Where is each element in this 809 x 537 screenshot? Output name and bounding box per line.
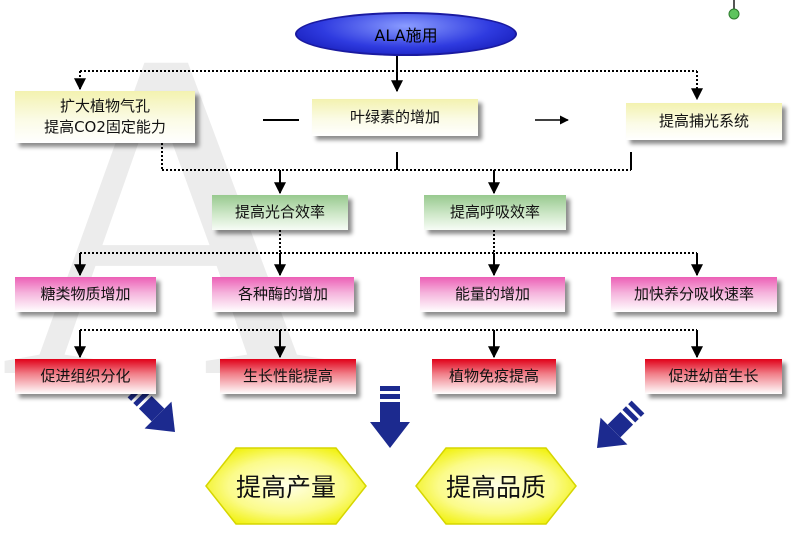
node-sugar-label: 糖类物质增加 bbox=[40, 285, 131, 303]
node-plant-immunity: 植物免疫提高 bbox=[432, 359, 556, 394]
node-nutrient-absorption: 加快养分吸收速率 bbox=[611, 277, 777, 312]
node-light-capture: 提高捕光系统 bbox=[626, 103, 782, 140]
outcome-quality-label: 提高品质 bbox=[445, 473, 546, 502]
node-light-capture-label: 提高捕光系统 bbox=[658, 112, 749, 130]
node-respiration-label: 提高呼吸效率 bbox=[449, 203, 540, 221]
node-enzyme: 各种酶的增加 bbox=[212, 277, 354, 312]
node-growth-performance-label: 生长性能提高 bbox=[242, 367, 333, 385]
arrow-right-to-quality bbox=[597, 400, 645, 448]
node-growth-performance: 生长性能提高 bbox=[220, 359, 356, 394]
node-respiration: 提高呼吸效率 bbox=[424, 195, 566, 230]
outcome-quality: 提高品质 bbox=[414, 446, 578, 526]
node-photosynthesis: 提高光合效率 bbox=[212, 195, 348, 230]
node-stomata-line-1: 扩大植物气孔 bbox=[59, 97, 150, 115]
node-stomata: 扩大植物气孔 提高CO2固定能力 bbox=[15, 91, 195, 143]
node-seedling-growth: 促进幼苗生长 bbox=[645, 359, 782, 394]
node-nutrient-absorption-label: 加快养分吸收速率 bbox=[633, 285, 754, 303]
node-seedling-growth-label: 促进幼苗生长 bbox=[668, 367, 759, 385]
node-enzyme-label: 各种酶的增加 bbox=[237, 285, 328, 303]
node-tissue-differentiation-label: 促进组织分化 bbox=[40, 367, 131, 385]
ala-application-label: ALA施用 bbox=[374, 26, 438, 45]
node-plant-immunity-label: 植物免疫提高 bbox=[448, 367, 539, 385]
node-chlorophyll: 叶绿素的增加 bbox=[312, 99, 478, 136]
ala-application-node: ALA施用 bbox=[295, 12, 517, 56]
node-tissue-differentiation: 促进组织分化 bbox=[15, 359, 156, 394]
node-photosynthesis-label: 提高光合效率 bbox=[234, 203, 325, 221]
pin-icon bbox=[728, 0, 740, 20]
node-sugar: 糖类物质增加 bbox=[15, 277, 156, 312]
arrow-middle-down bbox=[370, 386, 410, 448]
node-stomata-line-2: 提高CO2固定能力 bbox=[44, 118, 166, 136]
node-chlorophyll-label: 叶绿素的增加 bbox=[349, 108, 440, 126]
outcome-yield: 提高产量 bbox=[204, 446, 368, 526]
outcome-yield-label: 提高产量 bbox=[235, 473, 336, 502]
node-energy: 能量的增加 bbox=[420, 277, 565, 312]
node-energy-label: 能量的增加 bbox=[454, 285, 530, 303]
